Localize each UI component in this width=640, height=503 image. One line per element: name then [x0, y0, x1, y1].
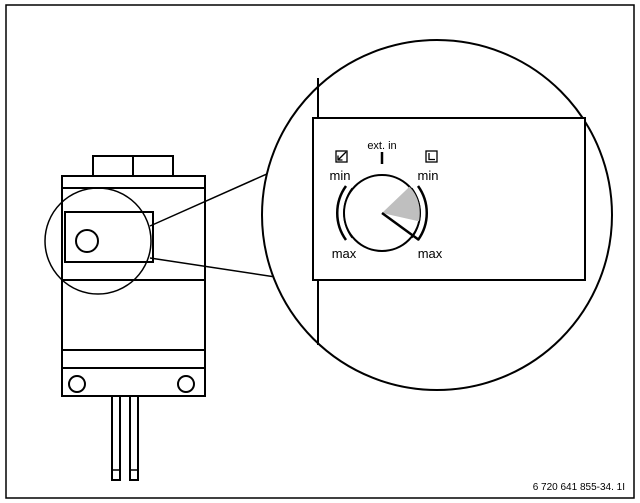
right-scale-arc	[416, 185, 428, 241]
right-scale-arc-inner	[411, 187, 421, 239]
appliance	[61, 155, 206, 481]
arrow-square-icon	[335, 150, 348, 163]
appliance-foot-screw-right	[177, 375, 195, 393]
ext-in-label: ext. in	[367, 140, 396, 152]
appliance-foot	[61, 367, 206, 397]
left-scale-arc-inner	[343, 187, 353, 239]
min-right-label: min	[418, 168, 439, 183]
appliance-pipe-left	[111, 396, 121, 481]
connector-line-bottom	[149, 257, 283, 279]
max-left-label: max	[332, 246, 357, 261]
zoomed-panel: ext. in min min max max	[312, 78, 586, 345]
figure-code: 6 720 641 855-34. 1I	[533, 482, 625, 493]
appliance-top-band	[62, 175, 206, 189]
left-scale-arc	[336, 185, 348, 241]
appliance-body	[61, 175, 206, 397]
small-magnifier-circle	[44, 187, 152, 295]
corner-square-icon	[425, 150, 438, 163]
figure-frame	[5, 4, 635, 499]
appliance-pipe-right	[129, 396, 139, 481]
knob-pointer	[381, 211, 420, 242]
max-right-label: max	[418, 246, 443, 261]
min-left-label: min	[330, 168, 351, 183]
appliance-control-knob	[75, 229, 99, 253]
appliance-foot-screw-left	[68, 375, 86, 393]
knob-shaded-sector	[382, 186, 421, 222]
appliance-control-panel	[64, 211, 154, 263]
